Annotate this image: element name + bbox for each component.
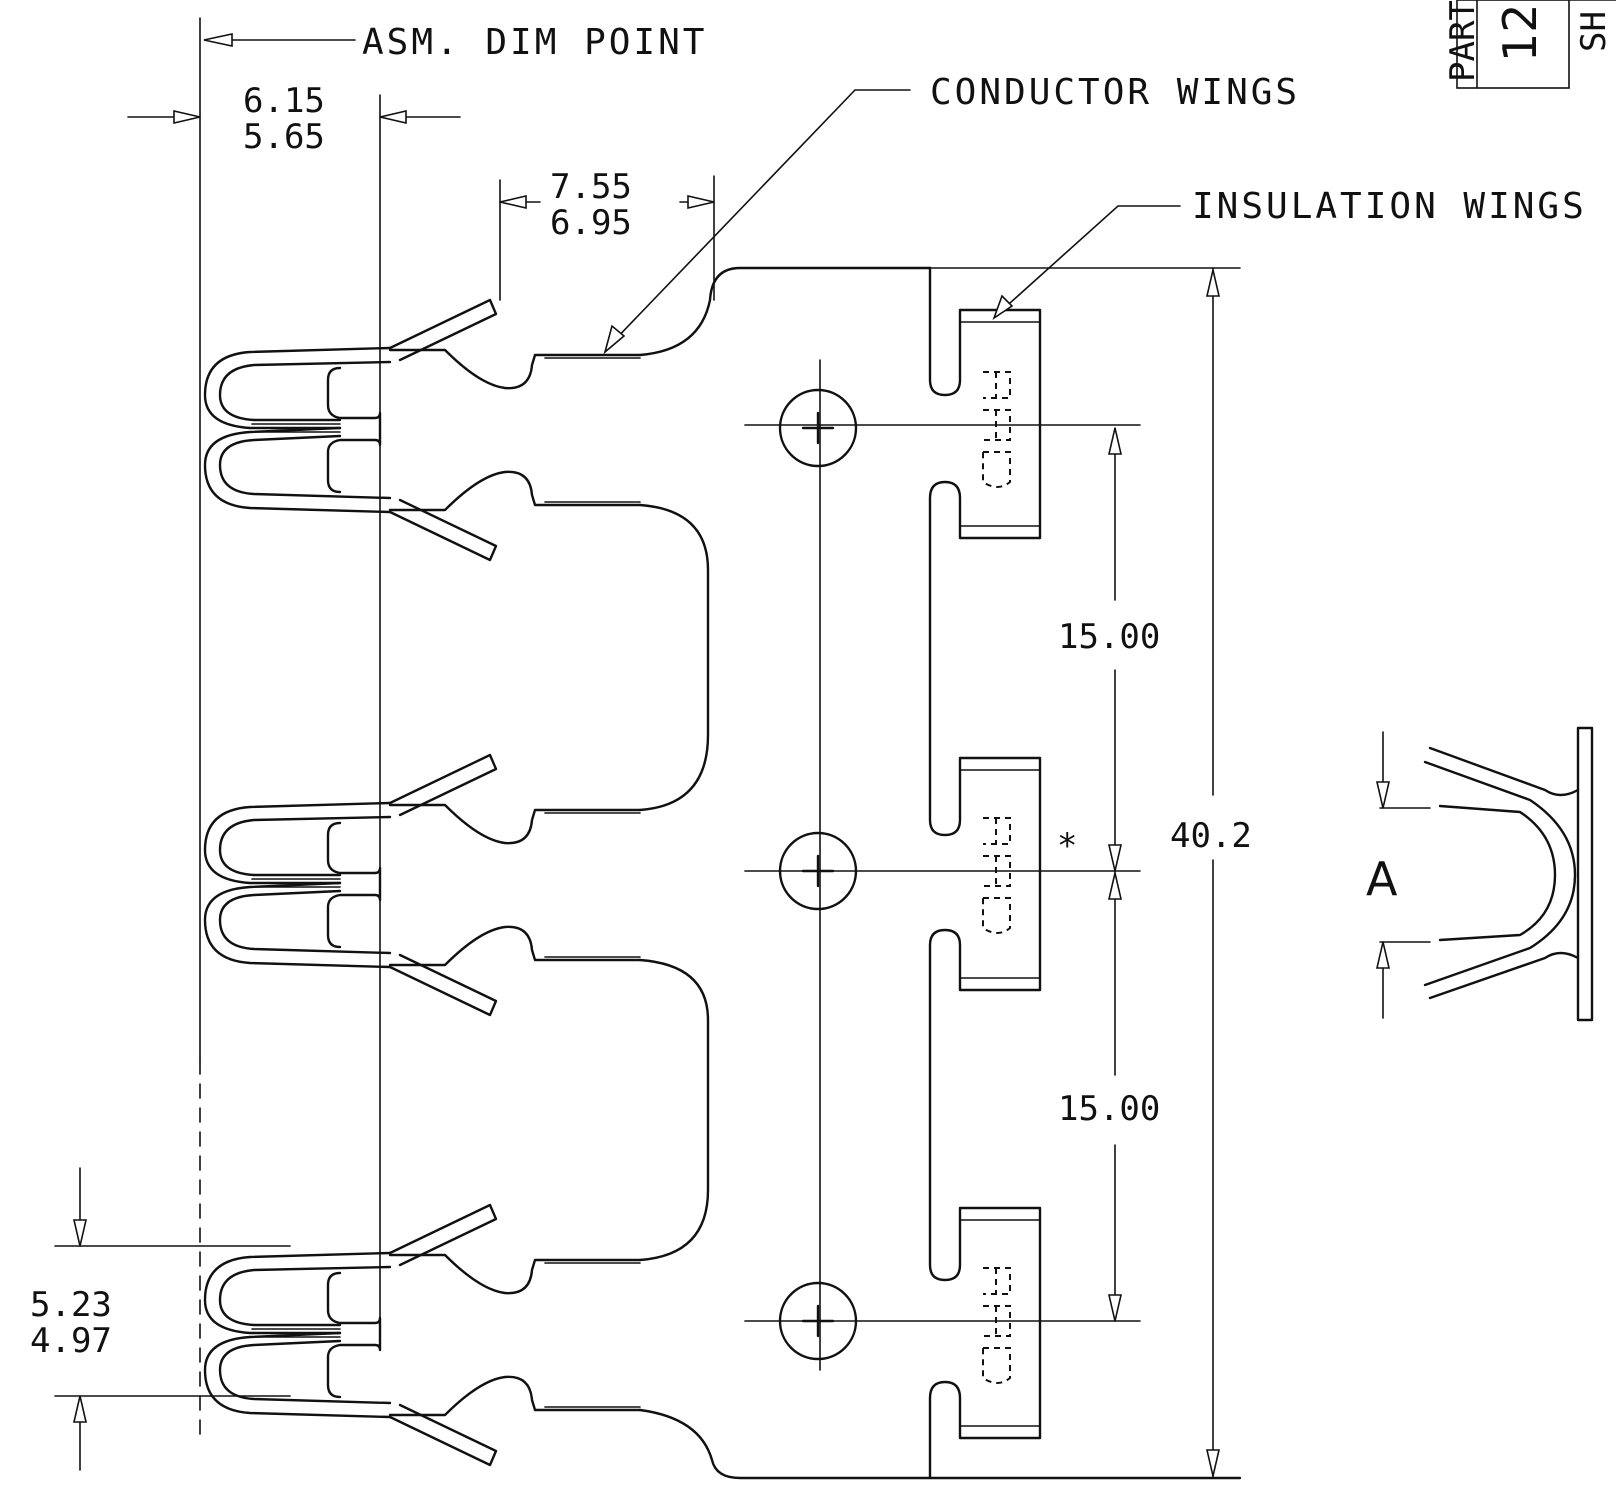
dim-bottom-max: 5.23 (30, 1285, 112, 1325)
section-label-a: A (1366, 852, 1398, 906)
reference-asterisk: * (1057, 826, 1077, 866)
dim-width-min: 5.65 (243, 117, 325, 157)
dim-bottom-min: 4.97 (30, 1321, 112, 1361)
dim-pitch-upper: 15.00 (1058, 617, 1160, 657)
title-block (1456, 0, 1616, 89)
dim-offset-max: 7.55 (550, 167, 632, 207)
pilot-hole-1 (778, 388, 858, 468)
terminal-middle (203, 753, 642, 1017)
pilot-hole-2 (778, 831, 858, 911)
carrier-strip (744, 266, 1241, 1480)
emboss-2 (982, 817, 1011, 934)
dim-offset-min: 6.95 (550, 203, 632, 243)
insulation-wings-label: INSULATION WINGS (1192, 186, 1587, 227)
pilot-hole-3 (778, 1281, 858, 1361)
title-sheet-label: SH (1574, 11, 1614, 52)
title-part-number: 12 (1493, 3, 1547, 62)
title-part-label: PART (1443, 0, 1483, 82)
terminal-upper (203, 298, 642, 562)
emboss-1 (982, 371, 1011, 488)
emboss-3 (982, 1267, 1011, 1384)
dim-overall: 40.2 (1170, 816, 1252, 856)
dim-pitch-lower: 15.00 (1058, 1089, 1160, 1129)
section-view-a (1375, 726, 1594, 1022)
dim-width-max: 6.15 (243, 81, 325, 121)
asm-dim-point-label: ASM. DIM POINT (362, 22, 707, 63)
conductor-wings-label: CONDUCTOR WINGS (930, 72, 1300, 113)
terminal-lower (203, 1203, 642, 1467)
